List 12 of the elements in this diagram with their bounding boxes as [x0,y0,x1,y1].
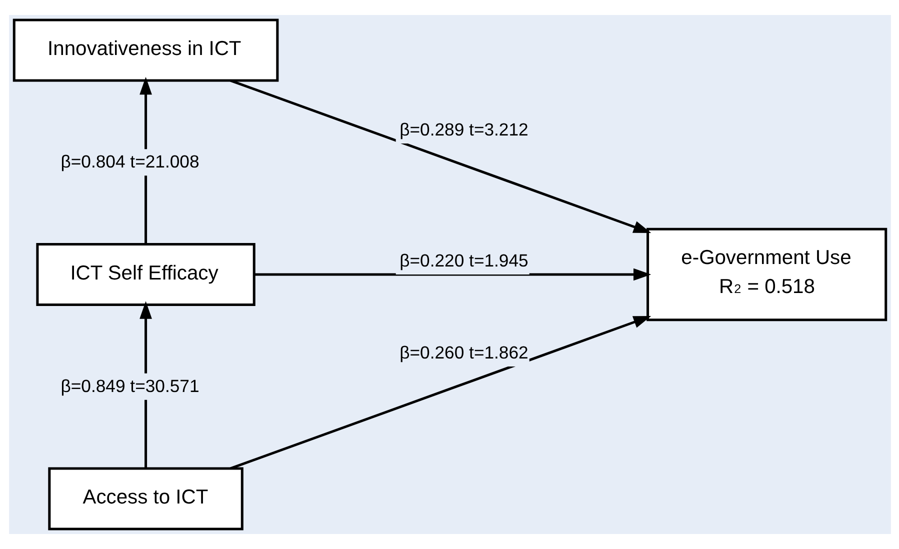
edge-label: β=0.849 t=30.571 [60,376,199,396]
node-box: ICT Self Efficacy [36,243,255,306]
edge-label: β=0.804 t=21.008 [60,152,199,172]
edge-label: β=0.260 t=1.862 [399,342,528,363]
edge-label: β=0.289 t=3.212 [399,120,528,140]
arrow [230,79,651,234]
node-box: Innovativeness in ICT [12,18,278,82]
node-box: e-Government Use R2 = 0.518 [646,228,887,322]
edge-label: β=0.220 t=1.945 [399,250,528,271]
node-box: Access to ICT [48,467,243,530]
arrow [230,316,651,470]
arrow [254,268,651,281]
